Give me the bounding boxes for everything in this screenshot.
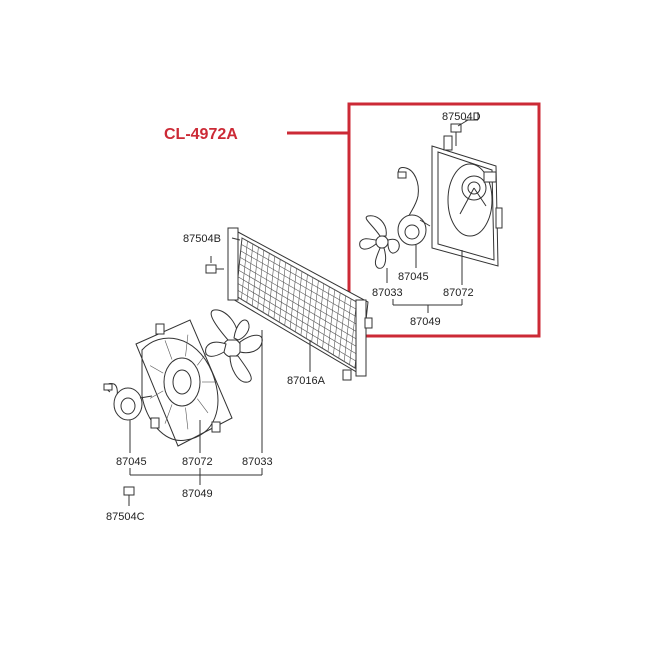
bolt-d-drawing (450, 119, 469, 146)
boxed-motor-drawing (397, 167, 431, 246)
bolt-c-drawing (123, 486, 135, 506)
left-shroud-drawing (135, 319, 233, 447)
label-87504d: 87504D (442, 111, 481, 123)
label-left-87045: 87045 (116, 456, 147, 468)
boxed-blade-drawing (359, 215, 400, 269)
boxed-shroud-drawing (431, 135, 503, 267)
label-boxed-87045: 87045 (398, 271, 429, 283)
label-87504c: 87504C (106, 511, 145, 523)
condenser-drawing (227, 227, 373, 381)
label-boxed-87072: 87072 (443, 287, 474, 299)
label-boxed-87049: 87049 (410, 316, 441, 328)
label-boxed-87033: 87033 (372, 287, 403, 299)
condenser-grid (235, 237, 363, 369)
bolt-b-drawing (205, 256, 224, 274)
label-left-87072: 87072 (182, 456, 213, 468)
left-motor-drawing (103, 383, 153, 421)
label-87504b: 87504B (183, 233, 221, 245)
label-left-87049: 87049 (182, 488, 213, 500)
label-left-87033: 87033 (242, 456, 273, 468)
left-blade-drawing (205, 309, 263, 383)
leader-lines (129, 112, 479, 485)
highlight-box (347, 102, 541, 338)
label-87016a: 87016A (287, 375, 326, 387)
callout-code: CL-4972A (164, 126, 238, 143)
